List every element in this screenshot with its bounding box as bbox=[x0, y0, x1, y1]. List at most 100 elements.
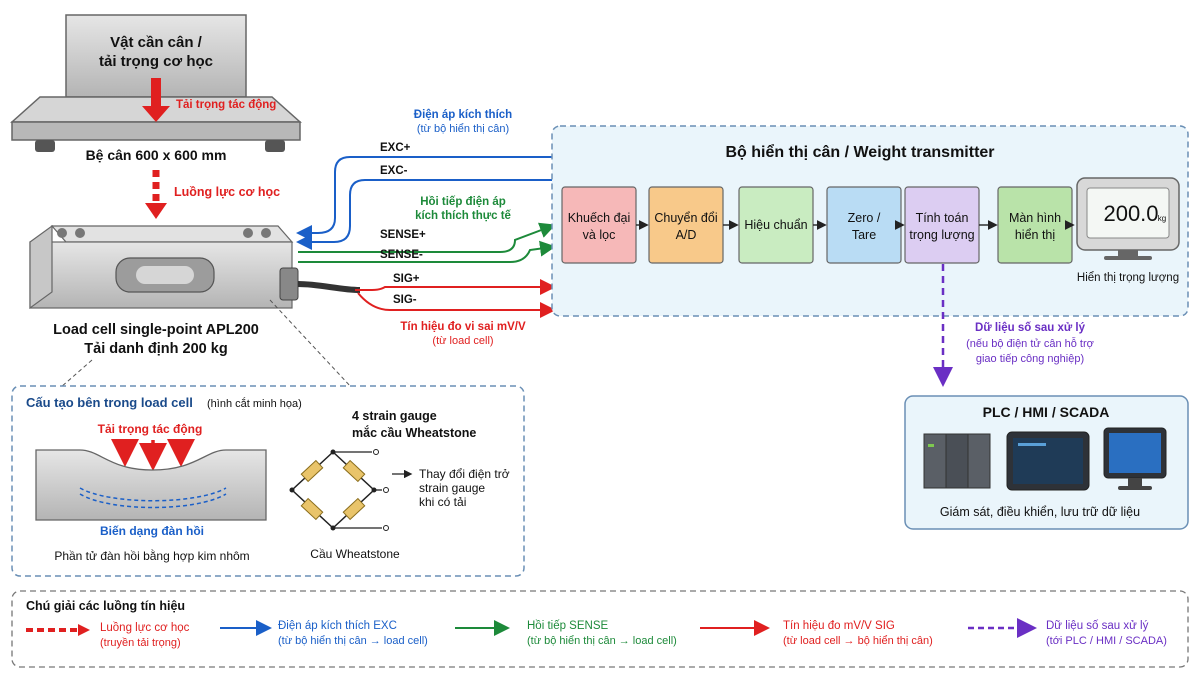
legend-exc-l2: (từ bộ hiển thị cân → load cell) bbox=[278, 635, 428, 647]
plc-led bbox=[928, 444, 934, 447]
load-cell: Load cell single-point APL200 Tải danh đ… bbox=[29, 224, 361, 389]
loadcell-cutout-inner bbox=[136, 266, 194, 284]
platform-name: Bệ cân 600 x 600 mm bbox=[86, 147, 227, 163]
sig-plus-label: SIG+ bbox=[393, 273, 420, 285]
deformation-curve-2 bbox=[79, 493, 227, 509]
platform-force-label: Tải trọng tác động bbox=[176, 99, 276, 111]
exc-plus-label: EXC+ bbox=[380, 142, 411, 154]
cable-gland bbox=[279, 267, 299, 301]
platform-foot-right bbox=[265, 140, 285, 152]
process-block-1-line2: và lọc bbox=[583, 228, 616, 242]
sense-plus-wire bbox=[298, 222, 556, 253]
legend-data-l1: Dữ liệu số sau xử lý bbox=[1046, 620, 1149, 632]
inner-title: Cấu tạo bên trong load cell bbox=[26, 395, 193, 410]
sig-plus-wire bbox=[355, 279, 556, 295]
force-arrow-head bbox=[142, 106, 170, 122]
display-stand bbox=[1118, 250, 1138, 256]
process-block-4-line2: Tare bbox=[852, 228, 876, 242]
data-link-line2: (nếu bộ điện tử cân hỗ trợ bbox=[966, 337, 1094, 350]
weight-transmitter: Bộ hiển thị cân / Weight transmitter Khu… bbox=[551, 125, 1189, 317]
hmi-icon bbox=[1006, 431, 1090, 491]
loadcell-cable bbox=[297, 281, 361, 293]
plc-title: PLC / HMI / SCADA bbox=[983, 404, 1110, 420]
sense-title-2: kích thích thực tế bbox=[415, 210, 511, 222]
loadcell-bolt-1 bbox=[57, 228, 67, 238]
deformation-curve-1 bbox=[79, 487, 227, 502]
plc-hmi-scada: PLC / HMI / SCADA Giám sát, điều khiển, … bbox=[904, 395, 1189, 530]
platform-line1: Vật cần cân / bbox=[110, 34, 203, 51]
display-value: 200.0 bbox=[1103, 201, 1158, 226]
legend-sense-l2: (từ bộ hiển thị cân → load cell) bbox=[527, 635, 677, 647]
plc-module-2 bbox=[945, 433, 969, 489]
inner-structure-panel: Cấu tạo bên trong load cell (hình cắt mi… bbox=[11, 385, 525, 577]
legend-box bbox=[11, 590, 1189, 668]
inner-title-note: (hình cắt minh họa) bbox=[207, 397, 302, 410]
elastic-element bbox=[35, 449, 267, 521]
loadcell-bolt-4 bbox=[261, 228, 271, 238]
process-block-2-line2: A/D bbox=[676, 228, 697, 242]
plc-module-1 bbox=[923, 433, 947, 489]
bridge-label: Cầu Wheatstone bbox=[310, 547, 400, 561]
process-block-5-line2: trọng lượng bbox=[909, 228, 974, 242]
plc-module-3 bbox=[967, 433, 991, 489]
flow-label: Luồng lực cơ học bbox=[174, 185, 280, 199]
legend-data-l2: (tới PLC / HMI / SCADA) bbox=[1046, 635, 1167, 647]
callout-line-right bbox=[269, 299, 353, 389]
process-block-5 bbox=[904, 186, 980, 264]
process-block-6 bbox=[997, 186, 1073, 264]
process-block-4-line1: Zero / bbox=[848, 211, 881, 225]
process-block-3-line1: Hiệu chuẩn bbox=[744, 218, 807, 232]
loadcell-top bbox=[50, 225, 294, 243]
process-block-6-line1: Màn hình bbox=[1009, 211, 1061, 225]
exc-title-2: (từ bộ hiển thị cân) bbox=[417, 123, 509, 135]
inner-force-label: Tải trọng tác động bbox=[98, 422, 203, 436]
loadcell-name: Load cell single-point APL200 bbox=[53, 322, 259, 338]
legend-sig-l1: Tín hiệu đo mV/V SIG bbox=[783, 620, 895, 632]
process-block-4 bbox=[826, 186, 902, 264]
sense-minus-wire bbox=[298, 240, 556, 263]
strain-gauge-2 bbox=[342, 459, 366, 483]
wiring: Điện áp kích thích (từ bộ hiển thị cân) … bbox=[296, 109, 556, 347]
flow-arrow-head bbox=[145, 203, 167, 219]
legend-load-l1: Luồng lực cơ học bbox=[100, 622, 190, 634]
scada-monitor-icon bbox=[1103, 427, 1167, 490]
exc-title-1: Điện áp kích thích bbox=[414, 109, 512, 121]
change-line-1: Thay đổi điện trở bbox=[419, 467, 510, 481]
sig-title-2: (từ load cell) bbox=[432, 335, 493, 347]
exc-plus-wire bbox=[296, 156, 552, 241]
mechanical-flow: Luồng lực cơ học bbox=[145, 170, 280, 219]
process-block-6-line2: hiển thị bbox=[1015, 228, 1055, 242]
process-block-1-line1: Khuếch đại bbox=[568, 211, 631, 225]
legend: Chú giải các luồng tín hiệu Luồng lực cơ… bbox=[11, 590, 1189, 668]
loadcell-end bbox=[29, 224, 53, 310]
legend-swatch-load-head bbox=[78, 624, 90, 636]
legend-exc-l1: Điện áp kích thích EXC bbox=[278, 620, 397, 632]
bridge-terminal-1 bbox=[373, 449, 379, 455]
data-link-line3: giao tiếp công nghiệp) bbox=[976, 353, 1084, 365]
wheatstone-bridge bbox=[289, 449, 413, 531]
monitor-screen bbox=[1109, 433, 1161, 473]
platform-foot-left bbox=[35, 140, 55, 152]
deform-label: Biến dạng đàn hồi bbox=[100, 524, 204, 538]
change-line-2: strain gauge bbox=[419, 481, 485, 495]
legend-sig-l2: (từ load cell → bộ hiển thị cân) bbox=[783, 635, 933, 647]
loadcell-bolt-2 bbox=[75, 228, 85, 238]
display-screen bbox=[1086, 187, 1170, 239]
inner-panel-box bbox=[11, 385, 525, 577]
process-block-2-line1: Chuyển đổi bbox=[654, 211, 717, 225]
legend-load-l2: (truyền tải trọng) bbox=[100, 637, 181, 649]
legend-sense-l1: Hồi tiếp SENSE bbox=[527, 620, 609, 632]
strain-gauge-4 bbox=[342, 497, 366, 521]
sense-plus-label: SENSE+ bbox=[380, 229, 426, 241]
platform-edge bbox=[11, 121, 301, 141]
data-link-line1: Dữ liệu số sau xử lý bbox=[975, 322, 1086, 334]
data-link: Dữ liệu số sau xử lý (nếu bộ điện tử cân… bbox=[933, 264, 1094, 387]
sig-minus-wire bbox=[357, 292, 556, 318]
display-unit: kg bbox=[1158, 214, 1166, 223]
sig-title-1: Tín hiệu đo vi sai mV/V bbox=[400, 321, 526, 333]
sense-title-1: Hồi tiếp điện áp bbox=[420, 196, 506, 208]
legend-title: Chú giải các luồng tín hiệu bbox=[26, 599, 185, 613]
monitor-neck bbox=[1128, 478, 1142, 486]
